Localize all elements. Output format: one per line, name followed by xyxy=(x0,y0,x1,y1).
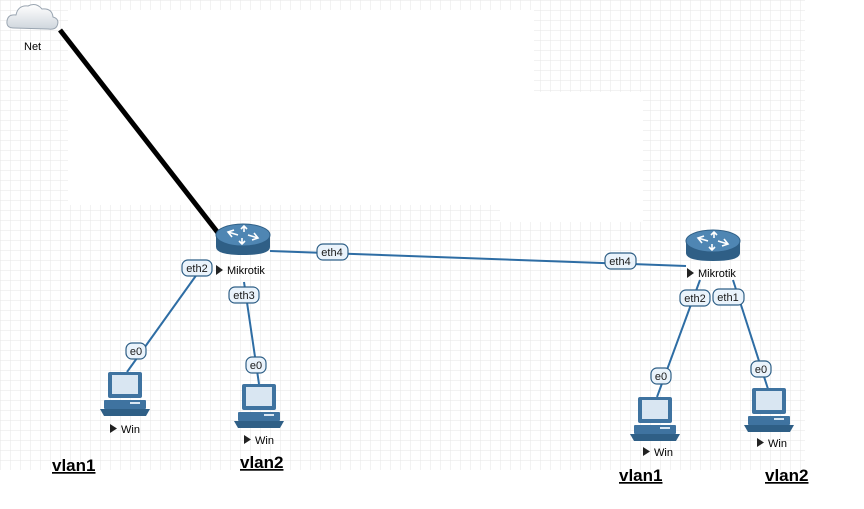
workstation-icon xyxy=(630,397,680,441)
router-icon xyxy=(215,223,271,255)
workstation-icon xyxy=(100,372,150,416)
pc2-node[interactable] xyxy=(234,384,284,428)
iface-label: eth4 xyxy=(609,256,630,268)
iface-label: e0 xyxy=(655,371,667,383)
iface-label: eth2 xyxy=(186,263,207,275)
workstation-icon xyxy=(234,384,284,428)
pc3-label: Win xyxy=(654,447,673,459)
pc4-node[interactable] xyxy=(744,388,794,432)
play-icon[interactable] xyxy=(216,265,223,275)
iface-label: eth4 xyxy=(321,247,342,259)
iface-badge-r2-eth2[interactable]: eth2 xyxy=(679,289,711,307)
iface-badge-r1-eth4[interactable]: eth4 xyxy=(316,243,349,261)
iface-badge-r1-eth2[interactable]: eth2 xyxy=(181,259,213,277)
vlan-label-pc2: vlan2 xyxy=(240,453,283,472)
pc1-node[interactable] xyxy=(100,372,150,416)
router1-label: Mikrotik xyxy=(227,265,265,277)
iface-badge-pc4-e0[interactable]: e0 xyxy=(750,360,772,378)
play-icon[interactable] xyxy=(643,447,650,456)
pc1-label: Win xyxy=(121,424,140,436)
router1-node[interactable]: Mikrotik xyxy=(215,223,271,277)
vlan-label-pc3: vlan1 xyxy=(619,466,662,485)
cloud-node[interactable]: Net xyxy=(6,4,59,53)
router-icon xyxy=(685,229,741,261)
iface-label: eth1 xyxy=(717,292,738,304)
iface-badge-pc3-e0[interactable]: e0 xyxy=(650,367,672,385)
internet-link[interactable] xyxy=(58,28,224,240)
iface-label: e0 xyxy=(130,346,142,358)
play-icon[interactable] xyxy=(244,435,251,444)
iface-label: eth3 xyxy=(233,290,254,302)
iface-badge-pc2-e0[interactable]: e0 xyxy=(245,356,267,374)
router2-node[interactable]: Mikrotik xyxy=(685,229,741,280)
cloud-label: Net xyxy=(24,41,41,53)
iface-label: e0 xyxy=(755,364,767,376)
vlan-label-pc4: vlan2 xyxy=(765,466,808,485)
iface-label: e0 xyxy=(250,360,262,372)
iface-badge-r1-eth3[interactable]: eth3 xyxy=(228,286,260,304)
vlan-label-pc1: vlan1 xyxy=(52,456,95,475)
play-icon[interactable] xyxy=(757,438,764,447)
pc4-label: Win xyxy=(768,438,787,450)
cloud-icon xyxy=(6,4,59,30)
grid-background xyxy=(0,0,805,470)
play-icon[interactable] xyxy=(110,424,117,433)
play-icon[interactable] xyxy=(687,268,694,278)
pc2-label: Win xyxy=(255,435,274,447)
iface-badge-pc1-e0[interactable]: e0 xyxy=(125,342,147,360)
router2-label: Mikrotik xyxy=(698,268,736,280)
iface-label: eth2 xyxy=(684,293,705,305)
iface-badge-r2-eth1[interactable]: eth1 xyxy=(712,288,745,306)
pc3-node[interactable] xyxy=(630,397,680,441)
iface-badge-r2-eth4[interactable]: eth4 xyxy=(604,252,637,270)
workstation-icon xyxy=(744,388,794,432)
